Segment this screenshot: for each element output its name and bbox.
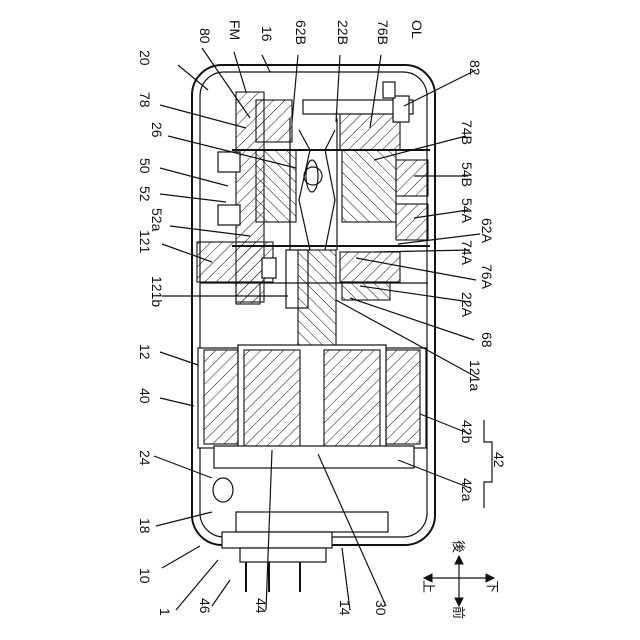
label-30: 30 — [373, 600, 389, 616]
label-80: 80 — [197, 28, 213, 44]
label-82: 82 — [467, 60, 483, 76]
label-54b: 54B — [459, 162, 475, 187]
direction-front-label: 前 — [450, 606, 466, 619]
label-18: 18 — [137, 518, 153, 534]
label-ol: OL — [409, 20, 425, 39]
label-24: 24 — [137, 450, 153, 466]
label-10: 10 — [137, 568, 153, 584]
label-42: 42 — [491, 452, 507, 468]
label-74a: 74A — [459, 240, 475, 266]
label-1: 1 — [157, 608, 173, 616]
label-22b: 22B — [335, 20, 351, 45]
direction-down-label: 下 — [484, 580, 499, 593]
label-74b: 74B — [459, 120, 475, 145]
label-52a: 52a — [149, 208, 165, 232]
label-14: 14 — [337, 600, 353, 616]
label-76a: 76A — [479, 264, 495, 290]
label-22a: 22A — [459, 292, 475, 318]
label-44: 44 — [253, 598, 269, 614]
label-46: 46 — [197, 598, 213, 614]
label-42b: 42b — [459, 420, 475, 444]
label-121: 121 — [137, 230, 153, 254]
base-assembly — [213, 478, 388, 592]
label-50: 50 — [137, 158, 153, 174]
label-121b: 121b — [149, 276, 165, 307]
direction-back-label: 後 — [450, 540, 465, 553]
direction-indicator: 後 上 下 前 — [420, 540, 499, 619]
direction-up-label: 上 — [420, 580, 435, 593]
label-20: 20 — [137, 50, 153, 66]
label-42a: 42a — [459, 478, 475, 502]
label-16: 16 — [259, 26, 275, 42]
label-76b: 76B — [375, 20, 391, 45]
label-62a: 62A — [479, 218, 495, 244]
label-12: 12 — [137, 344, 153, 360]
label-78: 78 — [137, 92, 153, 108]
label-fm: FM — [227, 20, 243, 40]
motor — [198, 345, 426, 468]
label-121a: 121a — [467, 360, 483, 391]
label-62b: 62B — [293, 20, 309, 45]
label-68: 68 — [479, 332, 495, 348]
label-26: 26 — [149, 122, 165, 138]
label-54a: 54A — [459, 198, 475, 224]
label-40: 40 — [137, 388, 153, 404]
label-52: 52 — [137, 186, 153, 202]
